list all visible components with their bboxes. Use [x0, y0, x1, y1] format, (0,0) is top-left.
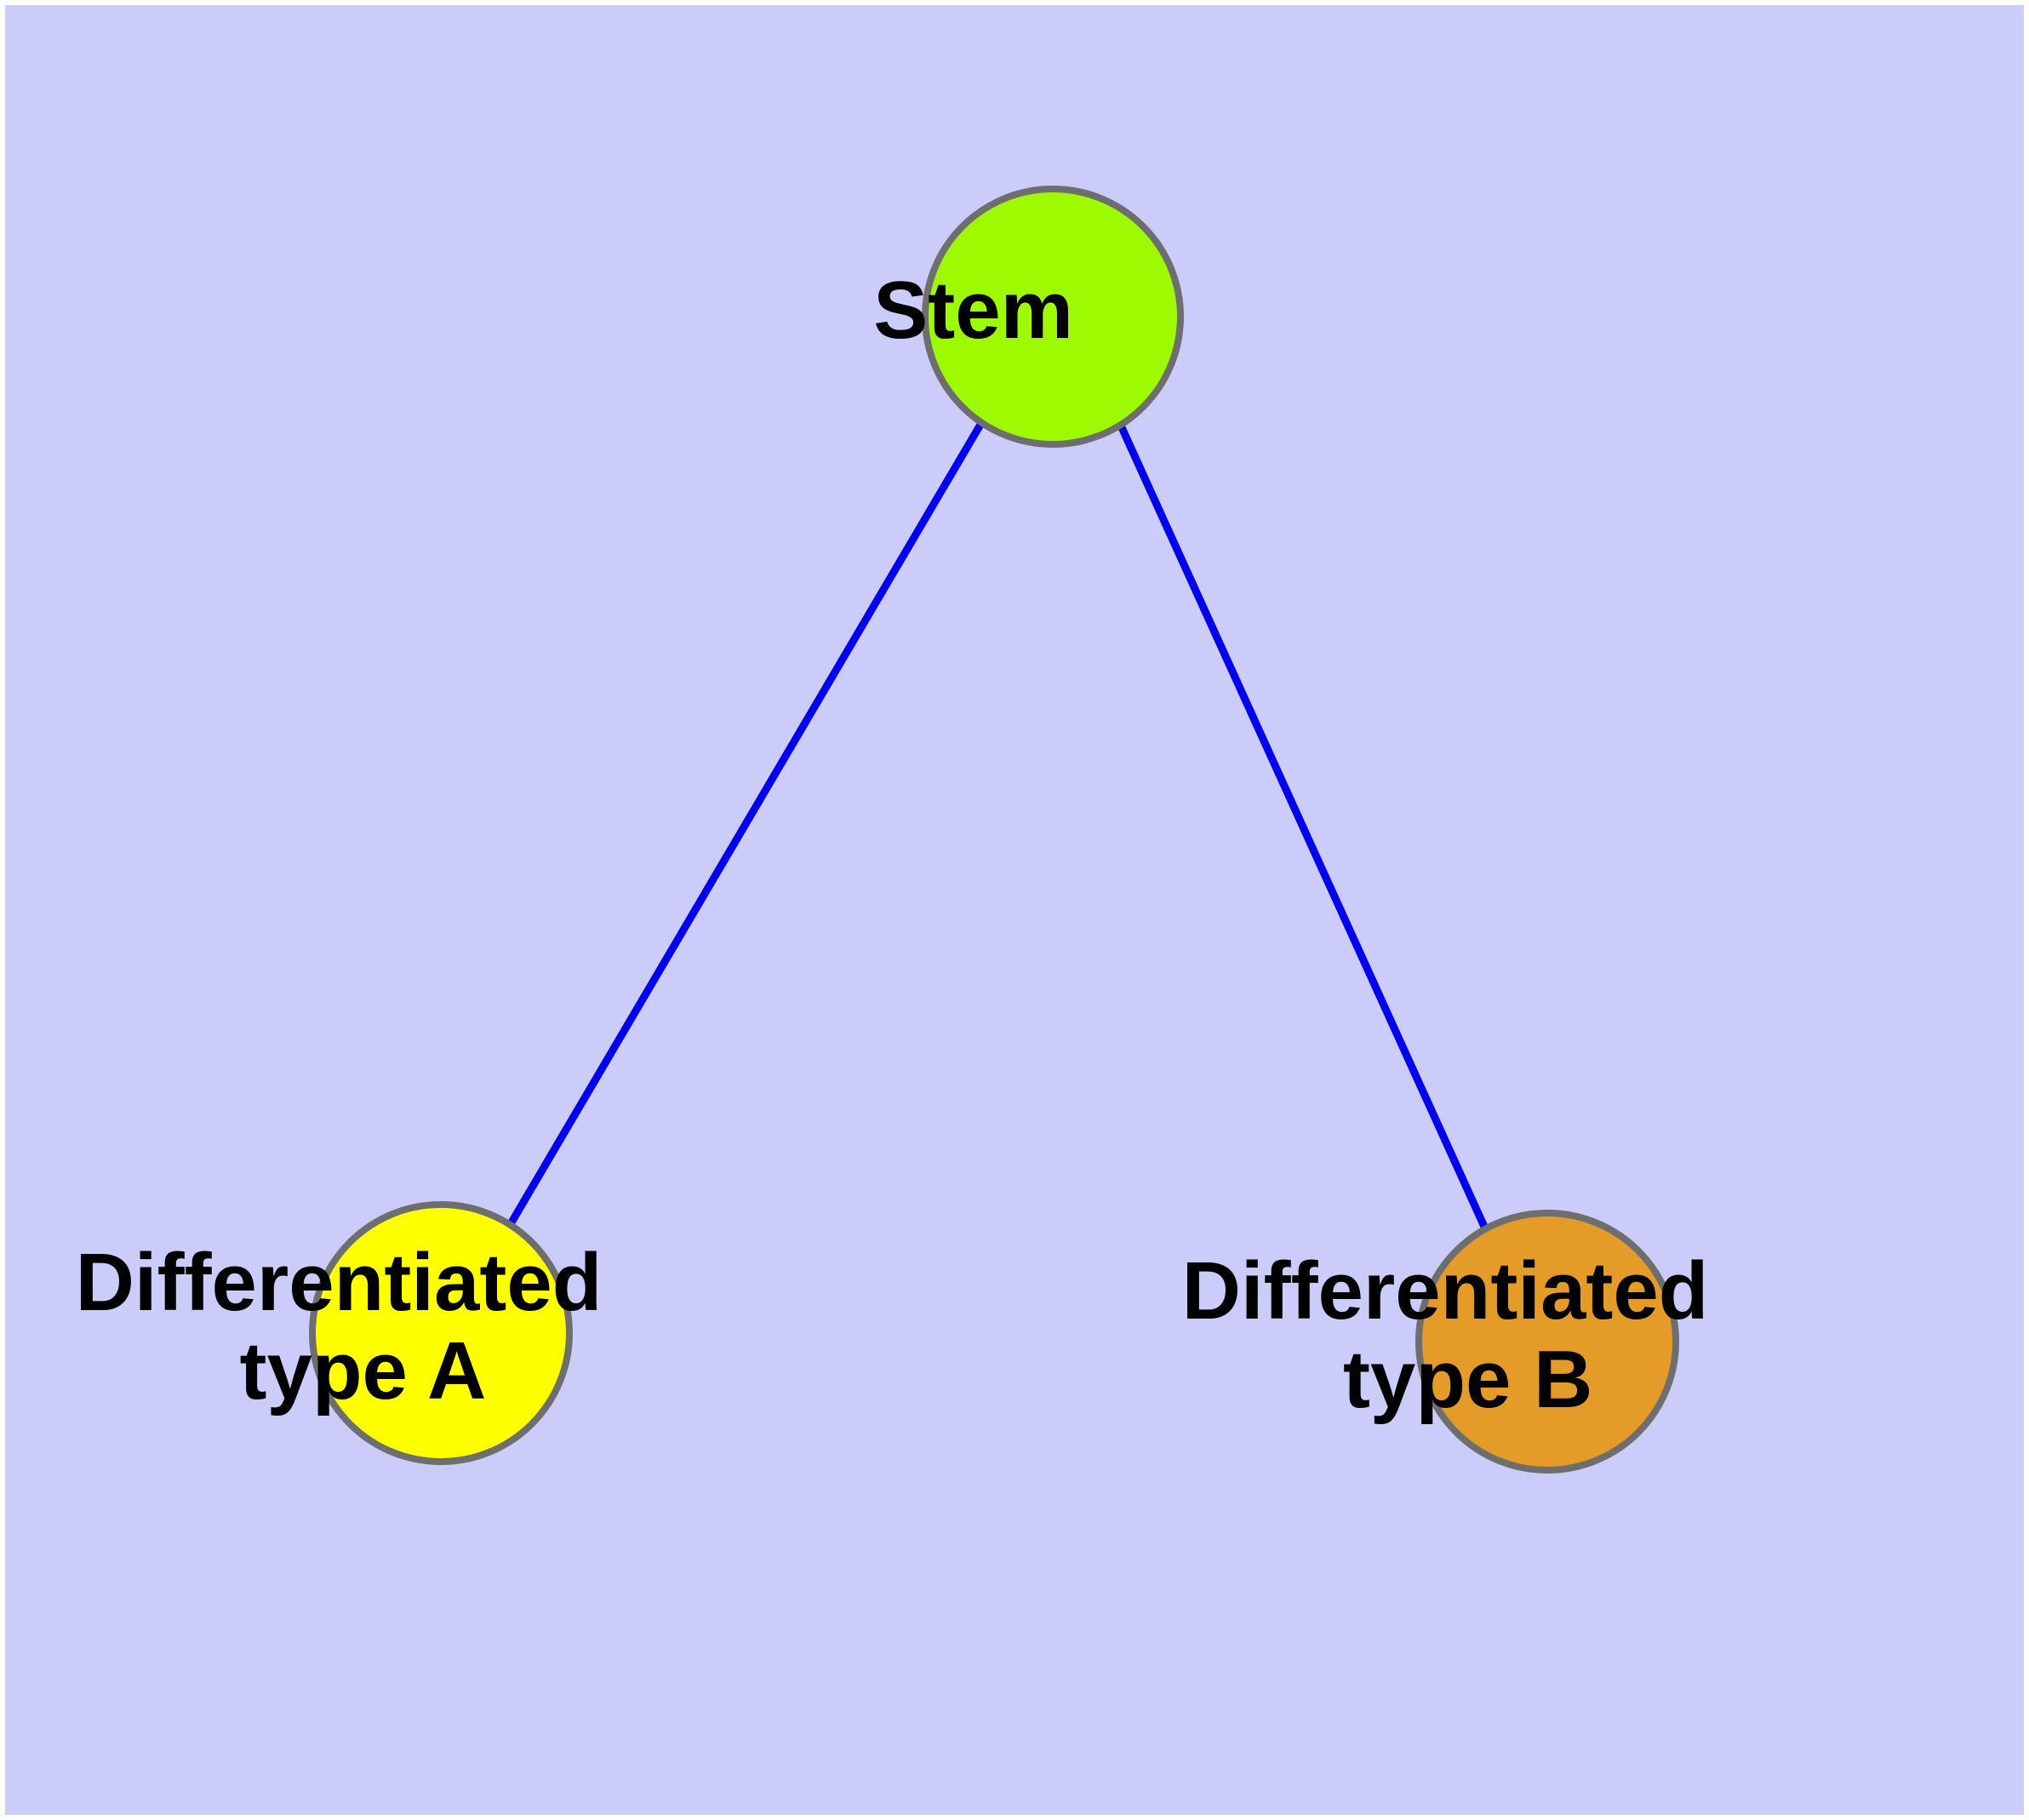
node-label-stem-line-1: Stem [873, 265, 1073, 356]
node-label-differentiated-type-a: Differentiated type A [0, 0, 806, 1417]
node-label-differentiated-type-a-line-1: Differentiated [76, 1237, 603, 1328]
node-label-stem: Stem [0, 0, 1232, 356]
node-differentiated-type-b[interactable] [1415, 1210, 1679, 1474]
node-differentiated-type-a[interactable] [309, 1201, 573, 1465]
node-label-differentiated-type-b: Differentiated type B [1182, 1245, 1709, 1425]
node-stem[interactable] [922, 186, 1184, 448]
edges-layer [508, 421, 1489, 1228]
labels-layer: Stem Differentiated type A Differentiate… [0, 0, 1709, 1425]
edge-stem-to-differentiated-type-b[interactable] [1117, 424, 1489, 1228]
edge-stem-to-differentiated-type-a[interactable] [508, 421, 985, 1225]
node-label-differentiated-type-a-line-2: type A [240, 1325, 485, 1417]
node-label-differentiated-type-b-line-1: Differentiated [1182, 1245, 1709, 1336]
node-label-differentiated-type-b-line-2: type B [1343, 1334, 1592, 1425]
nodes-layer [309, 186, 1679, 1474]
